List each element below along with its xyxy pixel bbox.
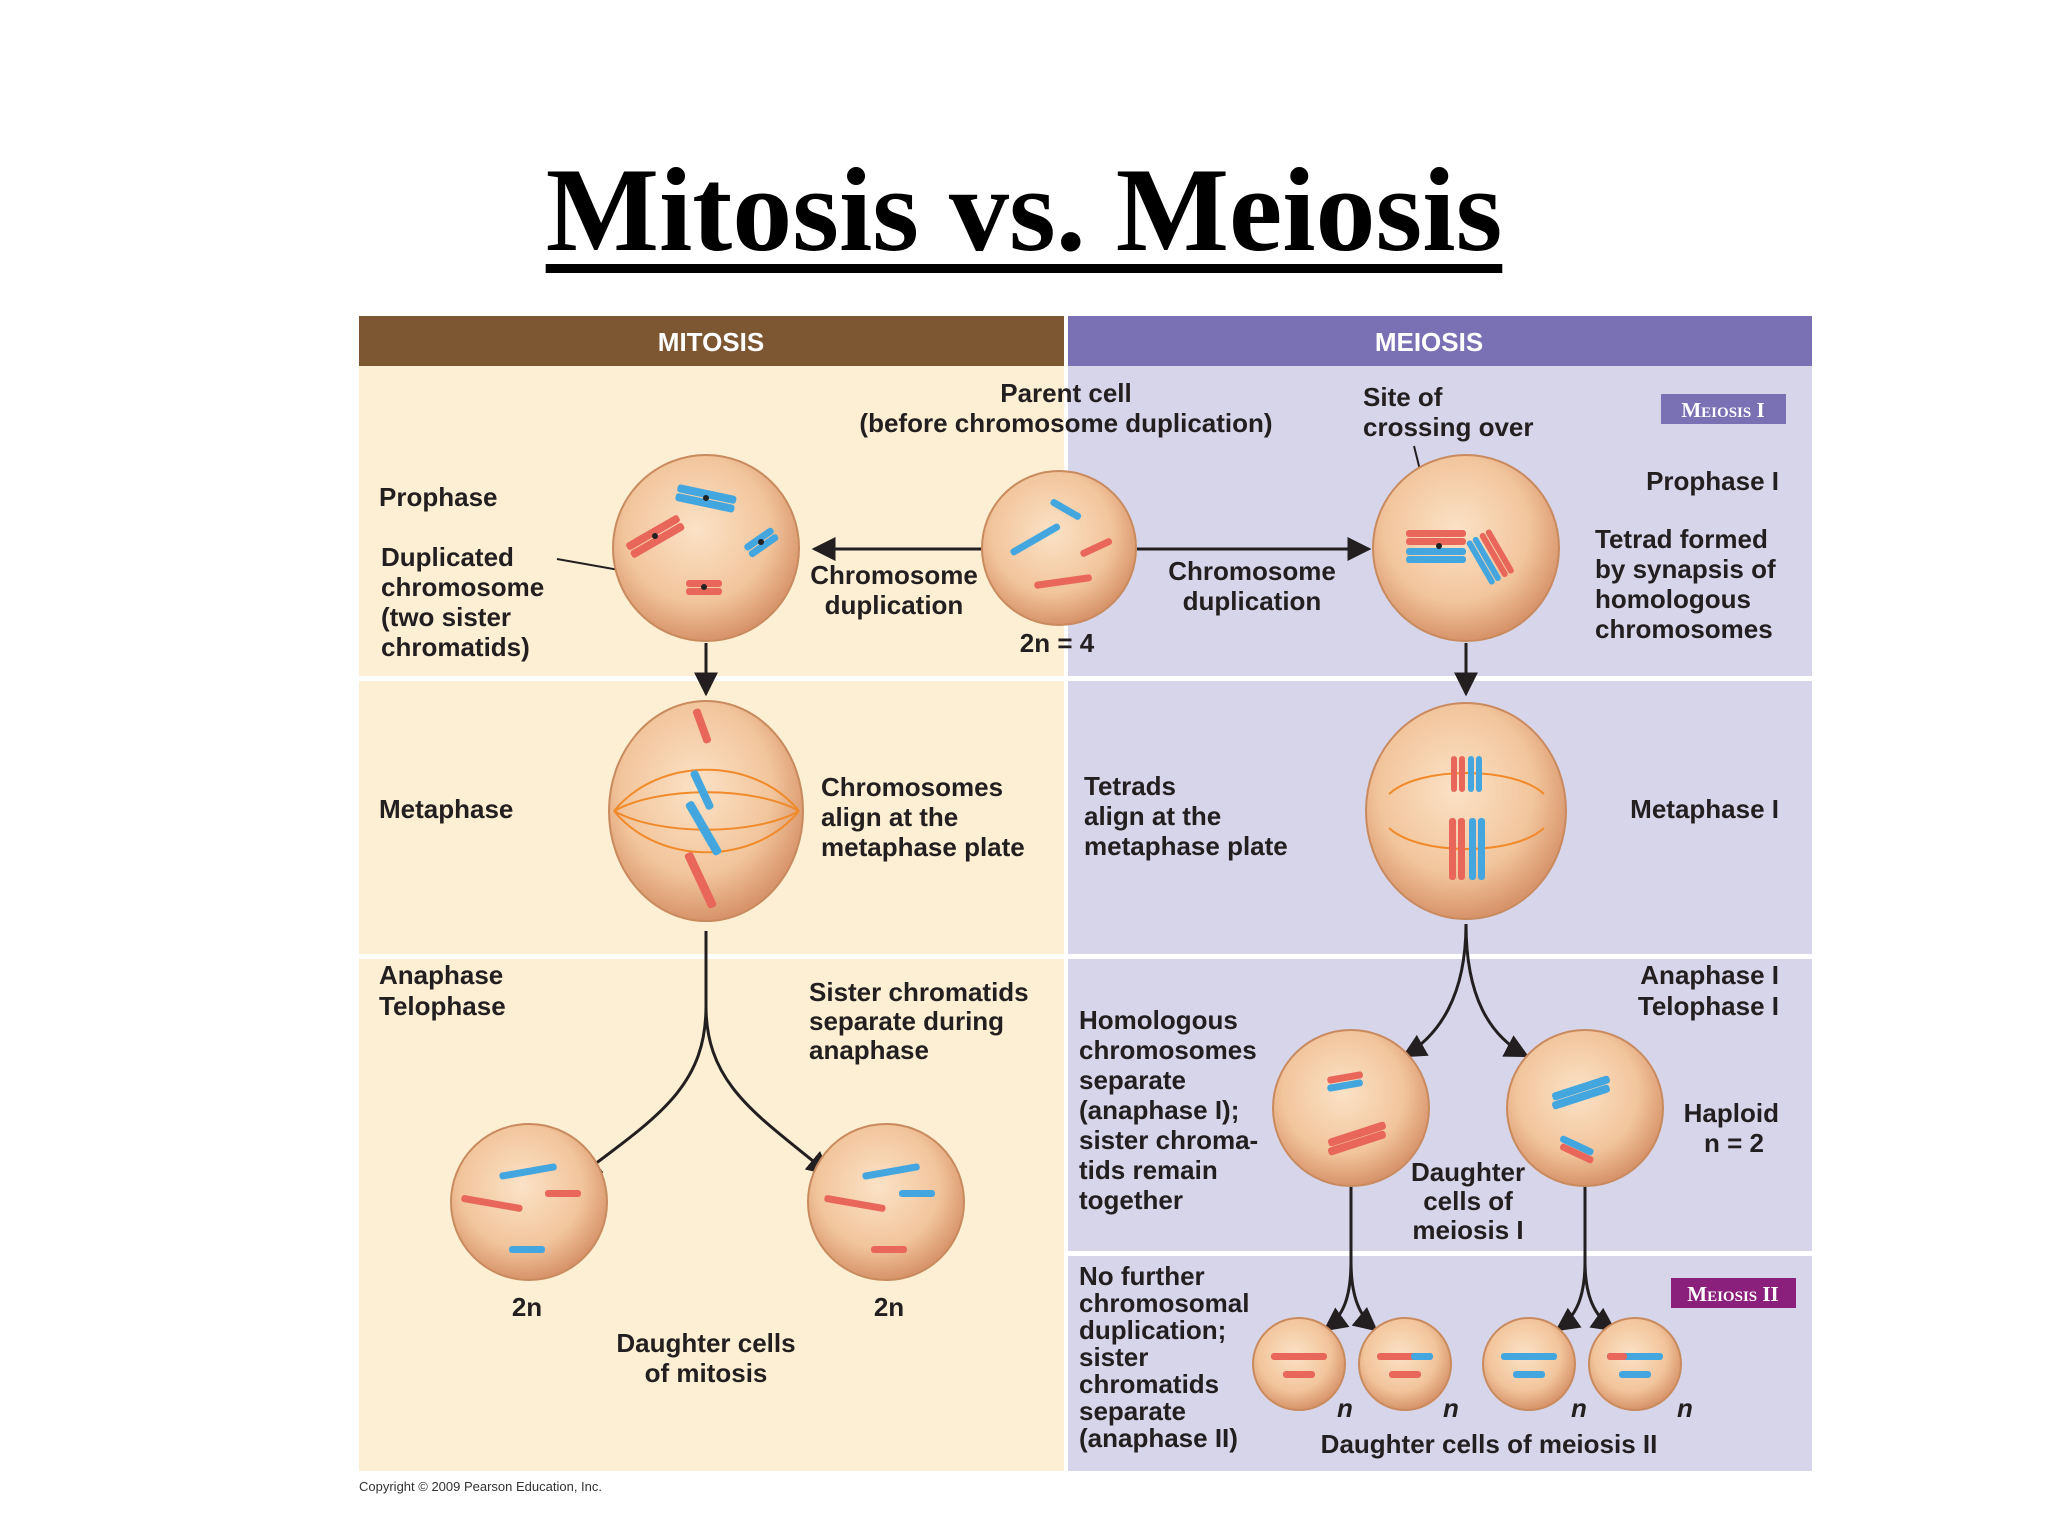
mitosis-align-3: metaphase plate	[821, 832, 1025, 862]
meiosis-tetrads-align-3: metaphase plate	[1084, 831, 1288, 861]
parent-label-1: Parent cell	[1000, 378, 1132, 408]
meiosis-haploid-1: Haploid	[1684, 1098, 1779, 1128]
meiosis-metaphase-1-label: Metaphase I	[1630, 794, 1779, 824]
cell-meiosis-2-daughter-2	[1358, 1317, 1452, 1411]
mitosis-anaphase-2: Telophase	[379, 991, 506, 1021]
cell-mitosis-prophase	[612, 454, 800, 642]
arrow-meiosis1-right	[1464, 923, 1530, 1058]
meiosis-tetrad-2: by synapsis of	[1595, 554, 1776, 584]
mitosis-align-1: Chromosomes	[821, 772, 1003, 802]
row-divider	[1068, 954, 1812, 959]
cell-meiosis-1-daughter-right	[1506, 1029, 1664, 1187]
arrow-mitosis-left	[577, 931, 708, 1178]
row-divider	[1068, 676, 1812, 681]
meiosis-tetrad-1: Tetrad formed	[1595, 524, 1768, 554]
arrow-meiosis2-b	[1349, 1260, 1378, 1332]
cell-mitosis-daughter-right	[807, 1123, 965, 1281]
mitosis-prophase-label: Prophase	[379, 482, 498, 512]
meiosis-homologous-2: chromosomes	[1079, 1035, 1257, 1065]
mitosis-daughter-cells-2: of mitosis	[645, 1358, 768, 1388]
meiosis-no-further-1: No further	[1079, 1261, 1205, 1291]
mitosis-sister-1: Sister chromatids	[809, 977, 1029, 1007]
cell-meiosis-2-daughter-1	[1252, 1317, 1346, 1411]
meiosis-daughter1-3: meiosis I	[1412, 1215, 1523, 1245]
mitosis-metaphase-label: Metaphase	[379, 794, 513, 824]
row-divider	[359, 954, 1064, 959]
meiosis-duplication-1: Chromosome	[1168, 556, 1336, 586]
mitosis-header-bar	[359, 316, 1064, 366]
row-divider	[1068, 1251, 1812, 1256]
meiosis-1-badge	[1661, 394, 1786, 424]
cell-parent	[981, 470, 1137, 626]
meiosis-homologous-3: separate	[1079, 1065, 1186, 1095]
meiosis-homologous-6: tids remain	[1079, 1155, 1218, 1185]
mitosis-duplication-2: duplication	[825, 590, 964, 620]
meiosis-prophase-1-label: Prophase I	[1646, 466, 1779, 496]
meiosis-no-further-5: chromatids	[1079, 1369, 1219, 1399]
cell-meiosis-prophase-1	[1372, 454, 1560, 642]
mitosis-duplication-1: Chromosome	[810, 560, 978, 590]
meiosis-homologous-7: together	[1079, 1185, 1183, 1215]
mitosis-daughter-cells-1: Daughter cells	[616, 1328, 795, 1358]
mitosis-sister-3: anaphase	[809, 1035, 929, 1065]
mitosis-anaphase-1: Anaphase	[379, 960, 503, 990]
mitosis-duplicated-2: chromosome	[381, 572, 544, 602]
meiosis-header: MEIOSIS	[1375, 327, 1483, 357]
meiosis-tetrads-align-2: align at the	[1084, 801, 1221, 831]
mitosis-duplicated-1: Duplicated	[381, 542, 514, 572]
meiosis-anaphase-1-line-2: Telophase I	[1638, 991, 1779, 1021]
meiosis-tetrad-3: homologous	[1595, 584, 1751, 614]
meiosis-no-further-2: chromosomal	[1079, 1288, 1250, 1318]
mitosis-meiosis-figure: MITOSIS MEIOSIS Meiosis I Meiosis II	[359, 316, 1812, 1471]
mitosis-duplicated-3: (two sister	[381, 602, 511, 632]
meiosis-tetrads-align-1: Tetrads	[1084, 771, 1176, 801]
parent-ploidy: 2n = 4	[1020, 628, 1095, 658]
mitosis-align-2: align at the	[821, 802, 958, 832]
meiosis-no-further-7: (anaphase II)	[1079, 1423, 1238, 1453]
meiosis-homologous-4: (anaphase I);	[1079, 1095, 1239, 1125]
meiosis-n-1: n	[1337, 1393, 1353, 1423]
arrow-mitosis-right	[704, 1005, 831, 1176]
meiosis-homologous-5: sister chroma-	[1079, 1125, 1258, 1155]
mitosis-sister-2: separate during	[809, 1006, 1004, 1036]
meiosis-no-further-6: separate	[1079, 1396, 1186, 1426]
mitosis-header: MITOSIS	[658, 327, 764, 357]
meiosis-site-2: crossing over	[1363, 412, 1534, 442]
meiosis-1-badge-label: Meiosis I	[1681, 398, 1764, 422]
mitosis-duplicated-4: chromatids)	[381, 632, 530, 662]
meiosis-no-further-3: duplication;	[1079, 1315, 1226, 1345]
meiosis-daughter1-1: Daughter	[1411, 1157, 1525, 1187]
meiosis-header-bar	[1068, 316, 1812, 366]
meiosis-tetrad-4: chromosomes	[1595, 614, 1773, 644]
cell-mitosis-daughter-left	[450, 1123, 608, 1281]
cell-meiosis-2-daughter-4	[1588, 1317, 1682, 1411]
meiosis-2-badge-label: Meiosis II	[1687, 1282, 1778, 1306]
meiosis-homologous-1: Homologous	[1079, 1005, 1238, 1035]
slide-title: Mitosis vs. Meiosis	[545, 143, 1503, 276]
copyright-notice: Copyright © 2009 Pearson Education, Inc.	[359, 1479, 603, 1494]
meiosis-2-badge	[1671, 1278, 1796, 1308]
mitosis-daughter-ploidy-right: 2n	[874, 1292, 904, 1322]
mitosis-daughter-ploidy-left: 2n	[512, 1292, 542, 1322]
meiosis-anaphase-1-line-1: Anaphase I	[1640, 960, 1779, 990]
meiosis-n-4: n	[1677, 1393, 1693, 1423]
meiosis-daughter2-label: Daughter cells of meiosis II	[1321, 1429, 1658, 1459]
row-divider	[359, 676, 1064, 681]
meiosis-n-2: n	[1443, 1393, 1459, 1423]
parent-label-2: (before chromosome duplication)	[859, 408, 1272, 438]
meiosis-haploid-2: n = 2	[1704, 1128, 1764, 1158]
cell-meiosis-1-daughter-left	[1272, 1029, 1430, 1187]
cell-mitosis-metaphase	[608, 700, 804, 922]
meiosis-daughter1-2: cells of	[1423, 1186, 1513, 1216]
cell-meiosis-2-daughter-3	[1482, 1317, 1576, 1411]
cell-meiosis-metaphase-1	[1365, 702, 1567, 920]
arrow-meiosis1-left	[1401, 923, 1468, 1058]
meiosis-duplication-2: duplication	[1183, 586, 1322, 616]
meiosis-no-further-4: sister	[1079, 1342, 1148, 1372]
meiosis-site-1: Site of	[1363, 382, 1443, 412]
meiosis-n-3: n	[1571, 1393, 1587, 1423]
